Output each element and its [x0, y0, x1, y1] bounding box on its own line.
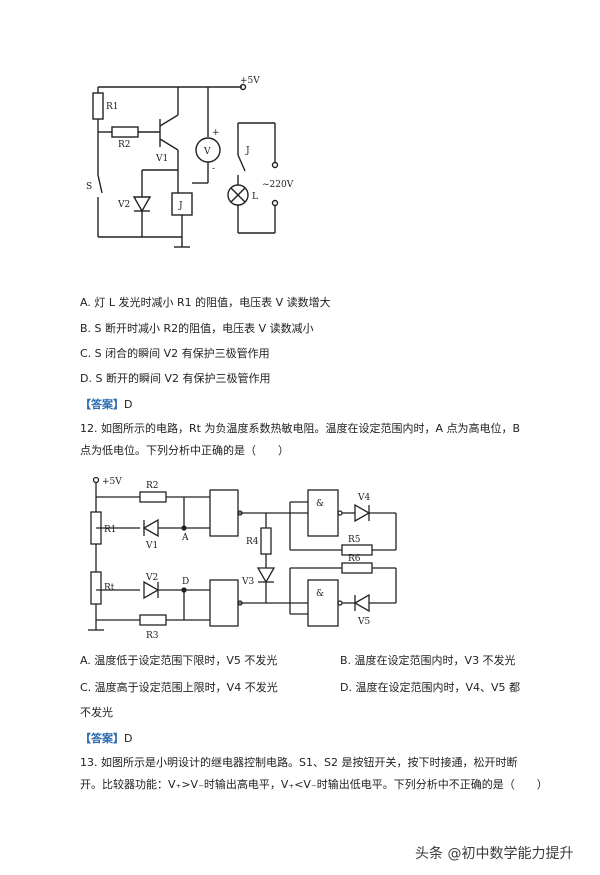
- q11-lamp-label: L: [252, 192, 258, 202]
- q12-r3-label: R3: [146, 631, 159, 641]
- q11-option-c: C. S 闭合的瞬间 V2 有保护三极管作用: [80, 347, 270, 360]
- q11-minus-label: -: [212, 164, 215, 174]
- q11-voltmeter-label: V: [203, 147, 211, 157]
- q12-option-d-continued: 不发光: [80, 706, 113, 719]
- q12-answer-tag: 【答案】: [80, 732, 124, 745]
- q12-v2-label: V2: [145, 573, 158, 583]
- q12-option-a: A. 温度低于设定范围下限时，V5 不发光: [80, 654, 278, 667]
- q12-v4-label: V4: [357, 493, 370, 503]
- q12-question-line2: 点为低电位。下列分析中正确的是（ ）: [80, 444, 289, 457]
- q12-option-c: C. 温度高于设定范围上限时，V4 不发光: [80, 681, 278, 694]
- q13-question-line2: 开。比较器功能：V₊>V₋时输出高电平，V₊<V₋时输出低电平。下列分析中不正确…: [80, 778, 548, 791]
- q12-r4-label: R4: [246, 537, 259, 547]
- q13-question-line1: 13. 如图所示是小明设计的继电器控制电路。S1、S2 是按钮开关，按下时接通，…: [80, 756, 518, 769]
- q12-rt-label: Rt: [104, 583, 115, 593]
- q12-answer-value: D: [124, 732, 133, 745]
- q12-answer: 【答案】D: [80, 730, 132, 746]
- q12-r6-label: R6: [348, 554, 361, 564]
- q12-option-b: B. 温度在设定范围内时，V3 不发光: [340, 654, 516, 667]
- q11-contact-label: J: [245, 146, 250, 156]
- q11-answer-value: D: [124, 398, 133, 411]
- q11-r2-label: R2: [118, 140, 131, 150]
- q12-gate-lower-label: &: [316, 589, 324, 599]
- q11-answer-tag: 【答案】: [80, 398, 124, 411]
- q11-r1-label: R1: [106, 102, 119, 112]
- q11-switch-label: S: [86, 182, 92, 192]
- q12-r1-label: R1: [104, 525, 117, 535]
- q11-option-d: D. S 断开的瞬间 V2 有保护三极管作用: [80, 372, 271, 385]
- q11-answer: 【答案】D: [80, 396, 132, 412]
- q12-question-line1: 12. 如图所示的电路，Rt 为负温度系数热敏电阻。温度在设定范围内时，A 点为…: [80, 422, 521, 435]
- q12-gate-upper-label: &: [316, 499, 324, 509]
- q12-v3-label: V3: [241, 577, 254, 587]
- q12-point-d-label: D: [182, 577, 189, 587]
- q11-circuit-diagram: +5V R1 R2 V1 S V2 J V + - J ~220V L: [86, 76, 294, 248]
- q11-option-b: B. S 断开时减小 R2的阻值，电压表 V 读数减小: [80, 322, 314, 335]
- watermark: 头条 @初中数学能力提升: [415, 846, 574, 862]
- q12-r2-label: R2: [146, 481, 159, 491]
- q12-v5-label: V5: [357, 617, 370, 627]
- q12-point-a-label: A: [181, 533, 189, 543]
- q11-option-a: A. 灯 L 发光时减小 R1 的阻值，电压表 V 读数增大: [80, 296, 331, 309]
- q11-mains-label: ~220V: [262, 180, 294, 190]
- q11-plus-label: +: [212, 128, 220, 138]
- q12-v1-label: V1: [145, 541, 158, 551]
- q11-relay-label: J: [178, 201, 183, 211]
- q12-circuit-diagram: +5V R2 R1 Rt V1 A V2 D R3 R4 V3 & & V4 R…: [88, 476, 397, 641]
- q11-supply-label: +5V: [240, 76, 260, 86]
- q12-supply-label: +5V: [102, 477, 122, 487]
- q12-r5-label: R5: [348, 535, 361, 545]
- q11-v1-label: V1: [155, 154, 168, 164]
- q11-v2-label: V2: [117, 200, 130, 210]
- q12-option-d: D. 温度在设定范围内时，V4、V5 都: [340, 681, 521, 694]
